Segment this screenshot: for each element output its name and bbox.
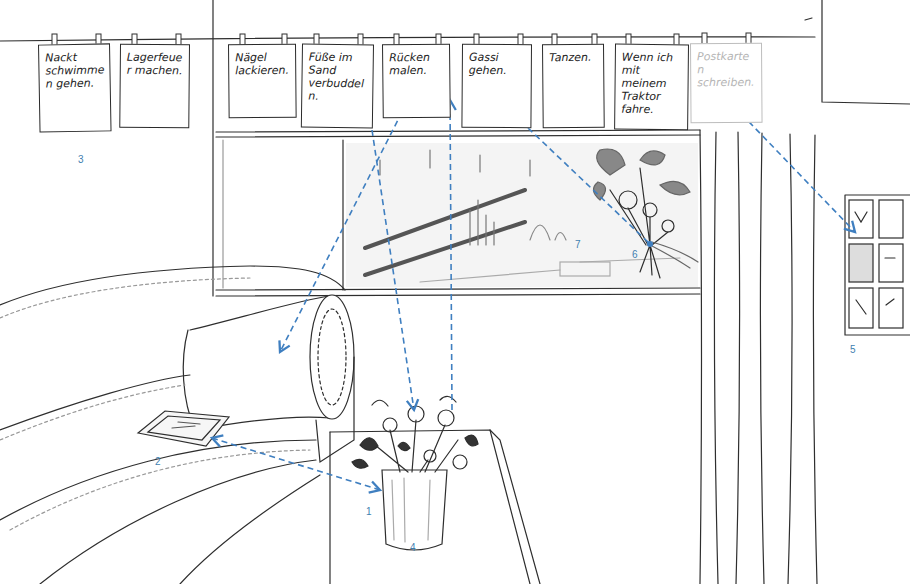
note-text: Gassi gehen. (469, 51, 526, 77)
wish-note: Nägel lackieren. (228, 44, 297, 119)
wish-note: Lagerfeuer machen. (119, 44, 190, 129)
callout-number: 6 (632, 249, 638, 260)
note-text: Postkarten schreiben. (697, 50, 756, 89)
note-text: Wenn ich mit meinem Traktor fahre. (621, 51, 683, 117)
wish-note: Tanzen. (542, 44, 605, 129)
callout-number: 1 (366, 506, 372, 517)
callout-number: 4 (410, 542, 416, 553)
callout-number: 2 (155, 456, 161, 467)
wish-note: Füße im Sand verbuddeln. (301, 43, 374, 128)
wish-note: Gassi gehen. (461, 44, 532, 128)
callout-number: 7 (575, 239, 581, 250)
callout-number: 5 (850, 344, 856, 355)
note-text: Füße im Sand verbuddeln. (308, 51, 368, 104)
wish-note: Nackt schwimmen gehen. (38, 43, 112, 132)
note-text: Rücken malen. (389, 51, 444, 78)
note-text: Nägel lackieren. (235, 51, 290, 77)
note-text: Nackt schwimmen gehen. (45, 50, 105, 90)
callout-number: 3 (78, 154, 84, 165)
wish-note: Wenn ich mit meinem Traktor fahre. (614, 44, 689, 131)
note-text: Lagerfeuer machen. (127, 51, 184, 77)
note-text: Tanzen. (549, 51, 598, 64)
wish-note: Rücken malen. (382, 44, 451, 119)
wish-note: Postkarten schreiben. (690, 43, 763, 124)
